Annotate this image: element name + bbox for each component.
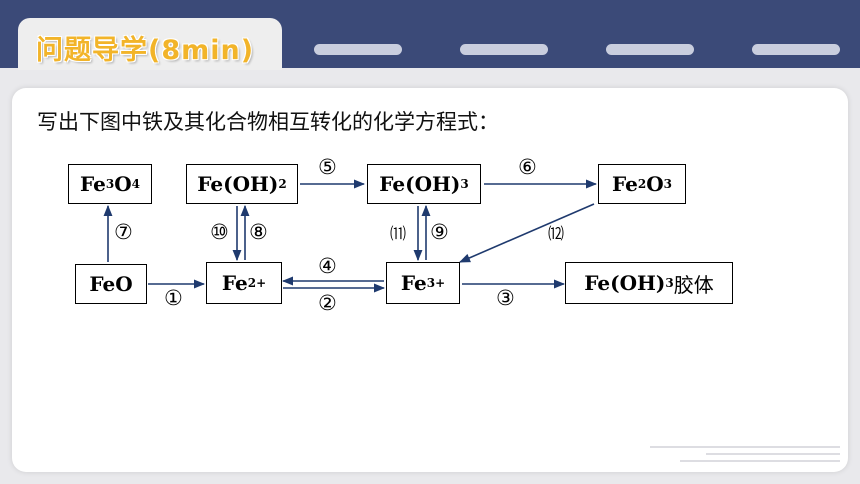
deco-line-2 bbox=[706, 453, 840, 455]
label-r1: ① bbox=[164, 286, 183, 310]
label-r10: ⑩ bbox=[210, 220, 229, 244]
label-r2: ② bbox=[318, 291, 337, 315]
label-r7: ⑦ bbox=[114, 220, 133, 244]
deco-line-3 bbox=[680, 460, 840, 462]
arrow-12 bbox=[458, 203, 595, 263]
label-r3: ③ bbox=[496, 286, 515, 310]
node-feoh3: Fe(OH)3 bbox=[367, 164, 481, 204]
instruction-text: 写出下图中铁及其化合物相互转化的化学方程式： bbox=[37, 110, 499, 134]
label-r6: ⑥ bbox=[518, 155, 537, 179]
label-r12: ⑿ bbox=[548, 224, 565, 243]
node-feoh2: Fe(OH)2 bbox=[186, 164, 298, 204]
nav-pill-3[interactable] bbox=[606, 44, 694, 55]
deco-line-1 bbox=[650, 446, 840, 448]
label-r9: ⑨ bbox=[430, 220, 449, 244]
label-r5: ⑤ bbox=[318, 155, 337, 179]
label-r4: ④ bbox=[318, 254, 337, 278]
page-title: 问题导学(8min) bbox=[36, 35, 255, 66]
title-tab bbox=[18, 18, 282, 70]
nav-pill-4[interactable] bbox=[752, 44, 840, 55]
node-feo: FeO bbox=[75, 264, 147, 304]
label-r11: ⑾ bbox=[390, 224, 407, 243]
nav-pill-1[interactable] bbox=[314, 44, 402, 55]
label-r8: ⑧ bbox=[249, 220, 268, 244]
nav-pill-2[interactable] bbox=[460, 44, 548, 55]
